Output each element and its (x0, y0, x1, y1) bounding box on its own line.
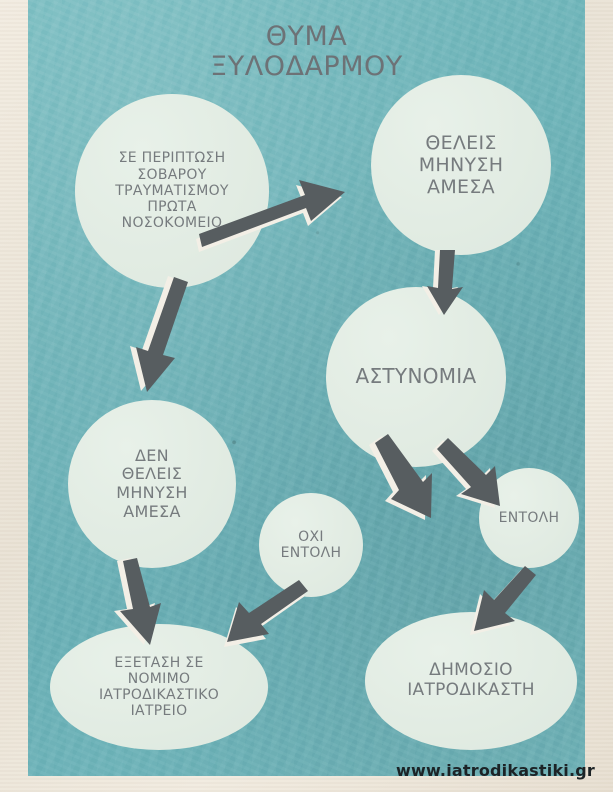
node-public-coroner-label: ΔΗΜΟΣΙΟ ΙΑΤΡΟΔΙΚΑΣΤΗ (407, 660, 535, 700)
node-does-not-want-charges-label: ΔΕΝ ΘΕΛΕΙΣ ΜΗΝΥΣΗ ΑΜΕΣΑ (116, 445, 188, 521)
node-no-order[interactable]: ΟΧΙ ΕΝΤΟΛΗ (259, 493, 363, 597)
node-legal-forensic-office[interactable]: ΕΞΕΤΑΣΗ ΣΕ ΝΟΜΙΜΟ ΙΑΤΡΟΔΙΚΑΣΤΙΚΟ ΙΑΤΡΕΙΟ (50, 624, 268, 750)
node-wants-charges[interactable]: ΘΕΛΕΙΣ ΜΗΝΥΣΗ ΑΜΕΣΑ (371, 75, 551, 255)
node-order-label: ΕΝΤΟΛΗ (498, 509, 560, 526)
node-wants-charges-label: ΘΕΛΕΙΣ ΜΗΝΥΣΗ ΑΜΕΣΑ (418, 131, 504, 199)
node-does-not-want-charges[interactable]: ΔΕΝ ΘΕΛΕΙΣ ΜΗΝΥΣΗ ΑΜΕΣΑ (68, 400, 236, 568)
node-police[interactable]: ΑΣΤΥΝΟΜΙΑ (326, 287, 506, 467)
node-police-label: ΑΣΤΥΝΟΜΙΑ (355, 364, 477, 389)
poster-title: ΘΥΜΑ ΞΥΛΟΔΑΡΜΟΥ (210, 21, 403, 83)
node-hospital[interactable]: ΣΕ ΠΕΡΙΠΤΩΣΗ ΣΟΒΑΡΟΥ ΤΡΑΥΜΑΤΙΣΜΟΥ ΠΡΩΤΑ … (75, 94, 269, 288)
website-url[interactable]: www.iatrodikastiki.gr (396, 761, 595, 780)
node-public-coroner[interactable]: ΔΗΜΟΣΙΟ ΙΑΤΡΟΔΙΚΑΣΤΗ (365, 612, 577, 750)
node-no-order-label: ΟΧΙ ΕΝΤΟΛΗ (280, 528, 342, 561)
node-legal-forensic-office-label: ΕΞΕΤΑΣΗ ΣΕ ΝΟΜΙΜΟ ΙΑΤΡΟΔΙΚΑΣΤΙΚΟ ΙΑΤΡΕΙΟ (98, 654, 220, 720)
node-order[interactable]: ΕΝΤΟΛΗ (479, 468, 579, 568)
node-hospital-label: ΣΕ ΠΕΡΙΠΤΩΣΗ ΣΟΒΑΡΟΥ ΤΡΑΥΜΑΤΙΣΜΟΥ ΠΡΩΤΑ … (115, 150, 229, 232)
